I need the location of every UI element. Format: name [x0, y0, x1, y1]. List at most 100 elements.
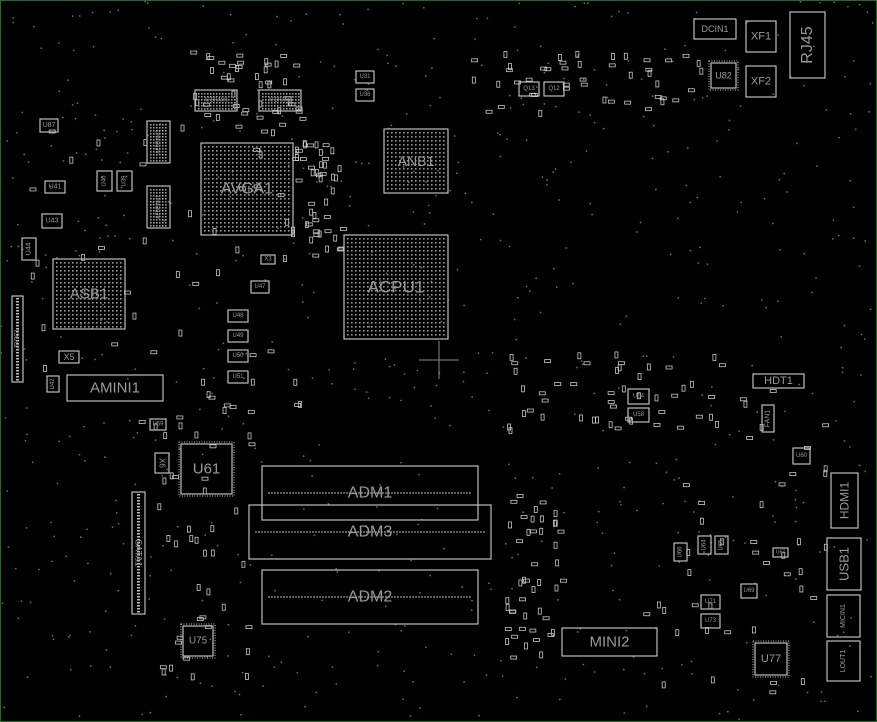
ball-grid: [150, 189, 167, 227]
ball-grid: [347, 238, 445, 336]
component-avga1[interactable]: AVGA1: [200, 142, 294, 236]
component-u40[interactable]: U40: [96, 170, 113, 192]
component-label: U42: [50, 378, 56, 390]
component-u42[interactable]: U42: [46, 375, 60, 393]
component-label: U59: [152, 422, 164, 428]
component-label: U60: [796, 453, 808, 459]
component-u77[interactable]: U77: [752, 640, 790, 678]
component-u47[interactable]: U47: [250, 280, 270, 294]
component-label: XF1: [751, 31, 771, 43]
component-u31[interactable]: U31: [355, 70, 375, 84]
component-u54[interactable]: U54: [627, 388, 650, 405]
component-adm3[interactable]: ADM3: [248, 504, 492, 560]
component-u49[interactable]: U49: [227, 329, 249, 343]
component-asb1[interactable]: ASB1: [52, 258, 126, 330]
component-label: U61: [193, 461, 221, 478]
component-label: X5: [63, 352, 74, 362]
component-hdmi1[interactable]: HDMI1: [830, 472, 859, 529]
component-u87[interactable]: U87: [39, 118, 59, 133]
component-u66[interactable]: U66: [673, 542, 688, 562]
passive-components[interactable]: [29, 50, 830, 695]
component-x6[interactable]: X6: [154, 452, 170, 474]
component-label: ANB1: [398, 153, 435, 169]
component-afbram2[interactable]: AFBRAM2: [258, 89, 302, 112]
component-adm2[interactable]: ADM2: [261, 569, 479, 625]
component-label: XF2: [751, 76, 771, 88]
component-xf1[interactable]: XF1: [745, 20, 777, 53]
component-usb1[interactable]: USB1: [826, 537, 862, 591]
component-label: U67: [776, 550, 785, 556]
component-u41[interactable]: U41: [44, 180, 66, 194]
component-u64[interactable]: U64: [697, 535, 712, 555]
component-dcin1[interactable]: DCIN1: [693, 18, 737, 40]
ball-grid: [198, 93, 236, 110]
component-u67[interactable]: U67: [772, 547, 789, 558]
component-label: U69: [743, 588, 755, 594]
component-u75[interactable]: U75: [180, 623, 216, 659]
component-u39[interactable]: U39: [116, 170, 133, 192]
component-mini2[interactable]: MINI2: [561, 627, 658, 657]
component-micin1[interactable]: MICIN1: [826, 594, 861, 638]
component-u82[interactable]: U82: [708, 60, 739, 91]
component-u50[interactable]: U50: [227, 349, 249, 363]
component-u36[interactable]: U36: [355, 88, 375, 102]
component-label: X6: [158, 458, 167, 468]
component-label: U66: [678, 546, 684, 558]
component-label: HDMI1: [838, 482, 852, 520]
component-label: SATA1: [134, 539, 144, 566]
component-u69[interactable]: U69: [740, 583, 758, 599]
component-afbram3[interactable]: AFBRAM3: [146, 120, 171, 164]
component-label: U40: [102, 175, 108, 187]
component-q12[interactable]: Q12: [543, 81, 565, 97]
component-afbram1[interactable]: AFBRAM1: [146, 185, 171, 229]
component-label: AMINI1: [90, 380, 140, 397]
component-lout1[interactable]: LOUT1: [826, 640, 861, 682]
component-u43[interactable]: U43: [41, 213, 63, 229]
component-acpu1[interactable]: ACPU1: [343, 234, 449, 340]
component-jdoc1[interactable]: JDOC1: [11, 295, 24, 383]
component-label: AVGA1: [221, 181, 273, 198]
ball-grid: [204, 146, 290, 232]
crosshair-cursor: [419, 341, 459, 379]
component-afbram4[interactable]: AFBRAM4: [194, 89, 238, 112]
component-q13[interactable]: Q13: [518, 81, 540, 97]
component-u65[interactable]: U65: [714, 535, 729, 555]
component-label: U50: [232, 353, 244, 359]
component-adm1[interactable]: ADM1: [261, 465, 479, 521]
component-label: U43: [46, 218, 59, 225]
component-label: U58: [633, 412, 645, 418]
component-xf2[interactable]: XF2: [745, 65, 777, 98]
component-anb1[interactable]: ANB1: [383, 128, 449, 194]
component-u44[interactable]: U44: [21, 237, 37, 261]
component-x5[interactable]: X5: [58, 350, 80, 364]
component-u61[interactable]: U61: [178, 441, 235, 497]
component-u51[interactable]: U51: [227, 370, 249, 384]
component-label: ASB1: [70, 286, 108, 303]
component-label: ACPU1: [368, 278, 425, 297]
component-label: U87: [43, 122, 56, 129]
component-u58[interactable]: U58: [627, 407, 650, 423]
component-sata1[interactable]: SATA1: [131, 491, 146, 615]
component-amini1[interactable]: AMINI1: [66, 374, 164, 402]
component-hdt1[interactable]: HDT1: [752, 373, 805, 389]
component-x3[interactable]: X3: [260, 254, 276, 265]
component-label: U31: [359, 74, 371, 80]
component-u59[interactable]: U59: [149, 418, 167, 431]
component-label: MICIN1: [840, 604, 847, 628]
component-rj45[interactable]: RJ45: [789, 11, 826, 79]
component-u48[interactable]: U48: [227, 309, 249, 323]
component-label: U71: [705, 599, 717, 605]
component-u60[interactable]: U60: [792, 447, 811, 465]
component-fan1[interactable]: FAN1: [761, 404, 775, 433]
component-label: ADM1: [348, 485, 393, 502]
component-label: U41: [49, 184, 62, 191]
component-u71[interactable]: U71: [700, 594, 721, 610]
component-label: ADM3: [348, 524, 393, 541]
component-u73[interactable]: U73: [700, 613, 721, 629]
component-label: Q12: [548, 86, 560, 92]
component-label: AFBRAM3: [156, 130, 162, 154]
component-label: X3: [264, 257, 272, 263]
